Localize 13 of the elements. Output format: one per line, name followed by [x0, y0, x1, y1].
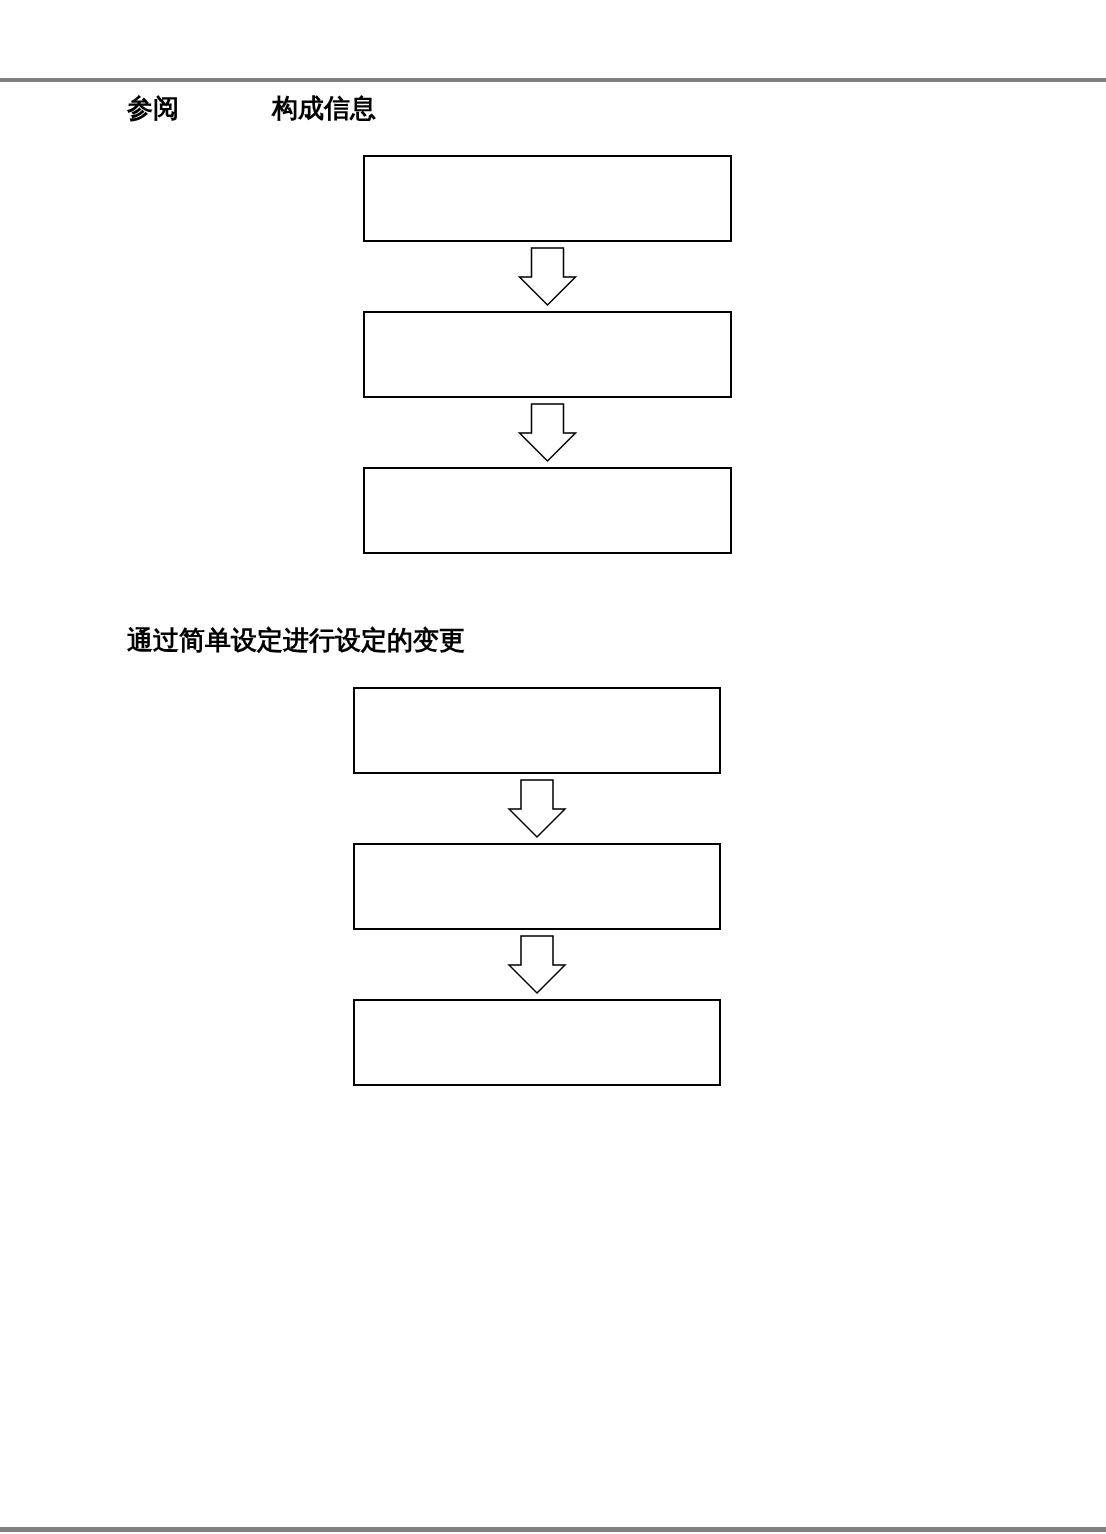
block-arrow: [517, 247, 578, 307]
block-arrow: [507, 935, 567, 995]
process-box: [353, 687, 721, 774]
section-heading: 构成信息: [272, 93, 376, 123]
block-arrow: [517, 403, 578, 463]
process-box: [363, 311, 732, 398]
block-arrow: [507, 779, 567, 839]
section-heading: 通过简单设定进行设定的变更: [127, 625, 465, 655]
process-box: [353, 999, 721, 1086]
process-box: [363, 467, 732, 554]
process-box: [363, 155, 732, 242]
process-box: [353, 843, 721, 930]
section-heading: 参阅: [127, 93, 179, 123]
